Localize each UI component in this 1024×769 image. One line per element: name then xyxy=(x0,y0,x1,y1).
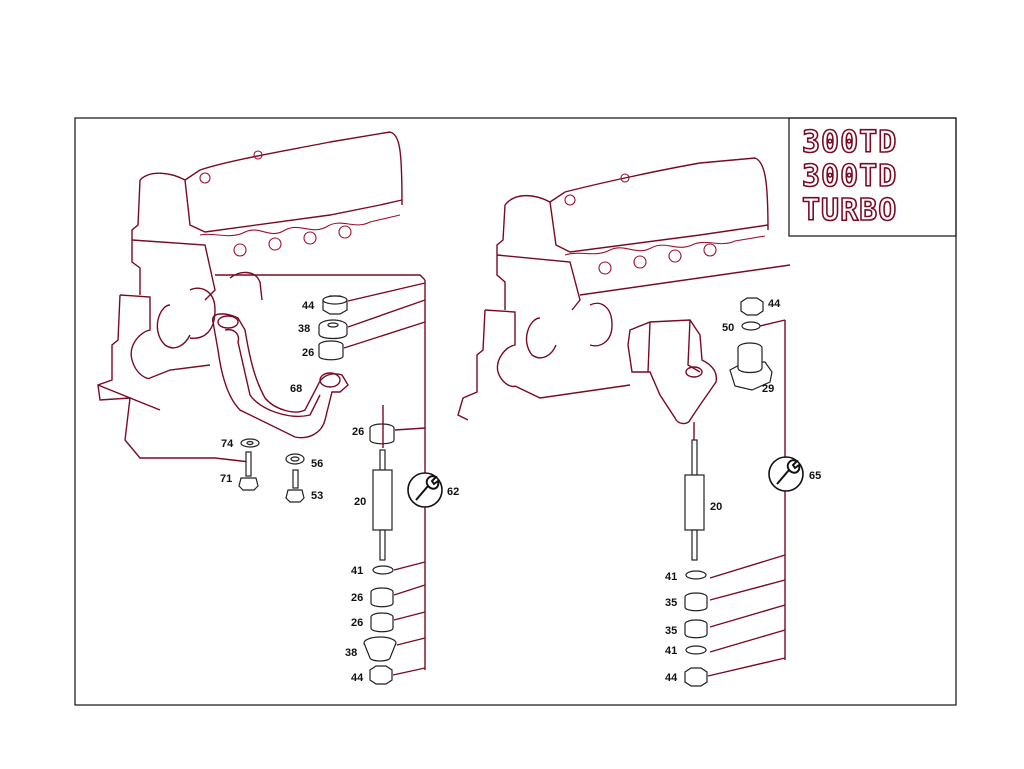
label-20: 20 xyxy=(354,496,366,508)
badge-turbo: TURBO xyxy=(802,193,897,228)
label-26: 26 xyxy=(352,426,364,438)
wrench-icon xyxy=(407,472,443,508)
left-engine-block xyxy=(97,131,426,463)
label-50: 50 xyxy=(722,322,734,334)
right-engine-block xyxy=(457,157,791,421)
label-26: 26 xyxy=(351,617,363,629)
label-62: 62 xyxy=(447,486,459,498)
right-fasteners xyxy=(684,297,773,687)
left-fasteners xyxy=(238,295,397,685)
label-20: 20 xyxy=(710,501,722,513)
engine-mount-bracket-68 xyxy=(211,313,349,439)
label-35: 35 xyxy=(665,597,677,609)
label-44: 44 xyxy=(302,300,315,312)
label-71: 71 xyxy=(220,473,232,485)
label-29: 29 xyxy=(762,383,774,395)
label-56: 56 xyxy=(311,458,323,470)
model-badge-panel: 300TD 300TD TURBO xyxy=(788,117,957,237)
engine-mount-bracket-right xyxy=(627,319,718,425)
label-44: 44 xyxy=(665,672,678,684)
diagram-frame xyxy=(74,117,957,706)
label-26: 26 xyxy=(351,592,363,604)
label-41: 41 xyxy=(665,645,677,657)
wrench-icon xyxy=(768,456,804,492)
label-41: 41 xyxy=(351,565,363,577)
left-part-labels: 44 38 26 68 26 74 56 71 53 20 62 41 26 2… xyxy=(220,300,459,684)
label-38: 38 xyxy=(298,323,310,335)
label-74: 74 xyxy=(221,438,234,450)
label-44: 44 xyxy=(351,672,364,684)
badge-300td-1: 300TD xyxy=(802,125,897,160)
label-53: 53 xyxy=(311,490,323,502)
label-38: 38 xyxy=(345,647,357,659)
label-26: 26 xyxy=(302,347,314,359)
label-35: 35 xyxy=(665,625,677,637)
right-part-labels: 44 50 29 65 20 41 35 35 41 44 xyxy=(665,298,821,684)
label-44: 44 xyxy=(768,298,781,310)
badge-300td-2: 300TD xyxy=(802,159,897,194)
label-65: 65 xyxy=(809,470,821,482)
label-41: 41 xyxy=(665,571,677,583)
label-68: 68 xyxy=(290,383,302,395)
